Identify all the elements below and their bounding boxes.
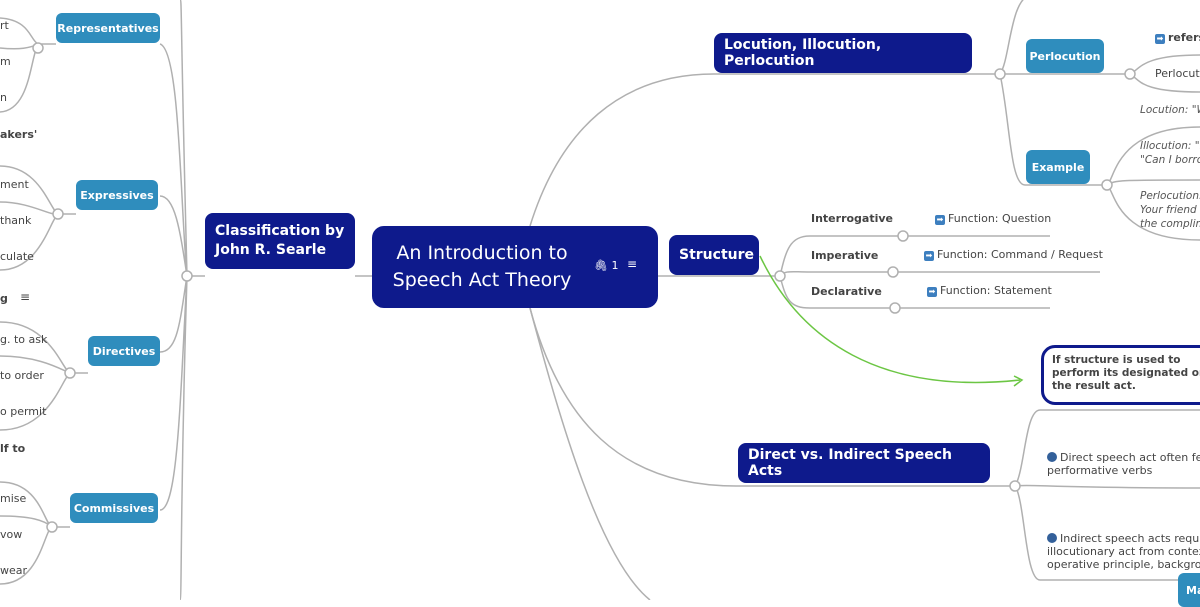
topic-locution[interactable]: Locution, Illocution, Perlocution [714, 33, 972, 73]
topic-example[interactable]: Example [1026, 150, 1090, 184]
topic-label: Ma [1186, 583, 1200, 597]
leaf-declarative[interactable]: Declarative [811, 285, 882, 298]
arrow-right-icon: ➡ [935, 215, 945, 225]
leaf-text: Function: Command / Request [937, 248, 1103, 261]
topic-direct-indirect[interactable]: Direct vs. Indirect Speech Acts [738, 443, 990, 483]
topic-label: Directives [92, 344, 156, 358]
topic-label: Classification by John R. Searle [215, 223, 345, 258]
topic-label: Example [1031, 160, 1085, 174]
function-statement[interactable]: ➡Function: Statement [927, 284, 1052, 297]
leaf[interactable]: o permit [0, 405, 47, 418]
topic-label: Expressives [80, 188, 154, 202]
leaf-text: Function: Statement [940, 284, 1052, 297]
topic-label: Perlocution [1029, 49, 1101, 63]
bullet-icon [1047, 452, 1057, 462]
arrow-right-icon: ➡ [927, 287, 937, 297]
callout-structure-note[interactable]: If structure is used to perform its desi… [1041, 345, 1200, 405]
function-question[interactable]: ➡Function: Question [935, 212, 1051, 225]
topic-classification[interactable]: Classification by John R. Searle [205, 213, 355, 269]
leaf-text: Function: Question [948, 212, 1052, 225]
leaf[interactable]: culate [0, 250, 34, 263]
relationship-arrow-icon [1013, 375, 1024, 387]
topic-representatives[interactable]: Representatives [56, 13, 160, 43]
leaf-text: Indirect speech acts require illocutiona… [1047, 532, 1200, 571]
leaf-illocution[interactable]: Illocution: "N "Can I borro [1140, 139, 1200, 167]
leaf-direct[interactable]: Direct speech act often feat performativ… [1047, 451, 1200, 477]
topic-label: Locution, Illocution, Perlocution [724, 37, 882, 69]
function-command[interactable]: ➡Function: Command / Request [924, 248, 1103, 261]
line: the complim [1140, 218, 1200, 230]
topic-label: Structure [679, 247, 755, 263]
leaf[interactable]: m [0, 55, 11, 68]
leaf-heading[interactable]: lf to [0, 442, 26, 455]
topic-expressives[interactable]: Expressives [76, 180, 158, 210]
root-title: An Introduction to Speech Act Theory [392, 242, 572, 291]
line: Your friend h [1140, 204, 1200, 216]
leaf[interactable]: rt [0, 19, 9, 32]
leaf-heading[interactable]: g [0, 292, 8, 305]
topic-directives[interactable]: Directives [88, 336, 160, 366]
notes-icon[interactable]: ≡ [627, 257, 638, 271]
topic-structure[interactable]: Structure [669, 235, 759, 275]
topic-partial[interactable]: Ma [1178, 573, 1200, 607]
paperclip-icon[interactable]: 🖇 1 [594, 259, 619, 272]
leaf[interactable]: Perlocuti [1155, 67, 1200, 80]
attachment-count: 1 [611, 259, 619, 272]
leaf-interrogative[interactable]: Interrogative [811, 212, 894, 225]
arrow-right-icon: ➡ [1155, 34, 1165, 44]
leaf-perlocution[interactable]: Perlocution: Your friend h the complim [1140, 189, 1200, 231]
leaf-imperative[interactable]: Imperative [811, 249, 879, 262]
leaf[interactable]: n [0, 91, 7, 104]
topic-commissives[interactable]: Commissives [70, 493, 158, 523]
topic-label: Direct vs. Indirect Speech Acts [748, 447, 952, 479]
leaf-indirect[interactable]: Indirect speech acts require illocutiona… [1047, 532, 1200, 571]
leaf[interactable]: to order [0, 369, 44, 382]
topic-label: Commissives [73, 501, 155, 515]
leaf[interactable]: ment [0, 178, 29, 191]
line: "Can I borro [1140, 154, 1200, 166]
leaf-text: refers [1168, 31, 1200, 44]
bullet-icon [1047, 533, 1057, 543]
topic-perlocution[interactable]: Perlocution [1026, 39, 1104, 73]
leaf-locution[interactable]: Locution: "W [1140, 104, 1200, 116]
leaf-text: Direct speech act often feat performativ… [1047, 451, 1200, 477]
leaf[interactable]: mise [0, 492, 27, 505]
line: Illocution: "N [1140, 140, 1200, 152]
leaf[interactable]: wear [0, 564, 28, 577]
leaf[interactable]: vow [0, 528, 23, 541]
arrow-right-icon: ➡ [924, 251, 934, 261]
leaf-refers[interactable]: ➡refers [1155, 31, 1200, 44]
topic-label: Representatives [57, 21, 159, 35]
root-topic[interactable]: An Introduction to Speech Act Theory 🖇 1… [372, 226, 658, 308]
notes-icon[interactable]: ≡ [20, 290, 31, 304]
leaf[interactable]: g. to ask [0, 333, 48, 346]
leaf-heading[interactable]: akers' [0, 128, 38, 141]
relationship-line [759, 255, 1021, 384]
leaf[interactable]: thank [0, 214, 32, 227]
callout-text: If structure is used to perform its desi… [1052, 354, 1200, 392]
line: Perlocution: [1140, 190, 1200, 202]
